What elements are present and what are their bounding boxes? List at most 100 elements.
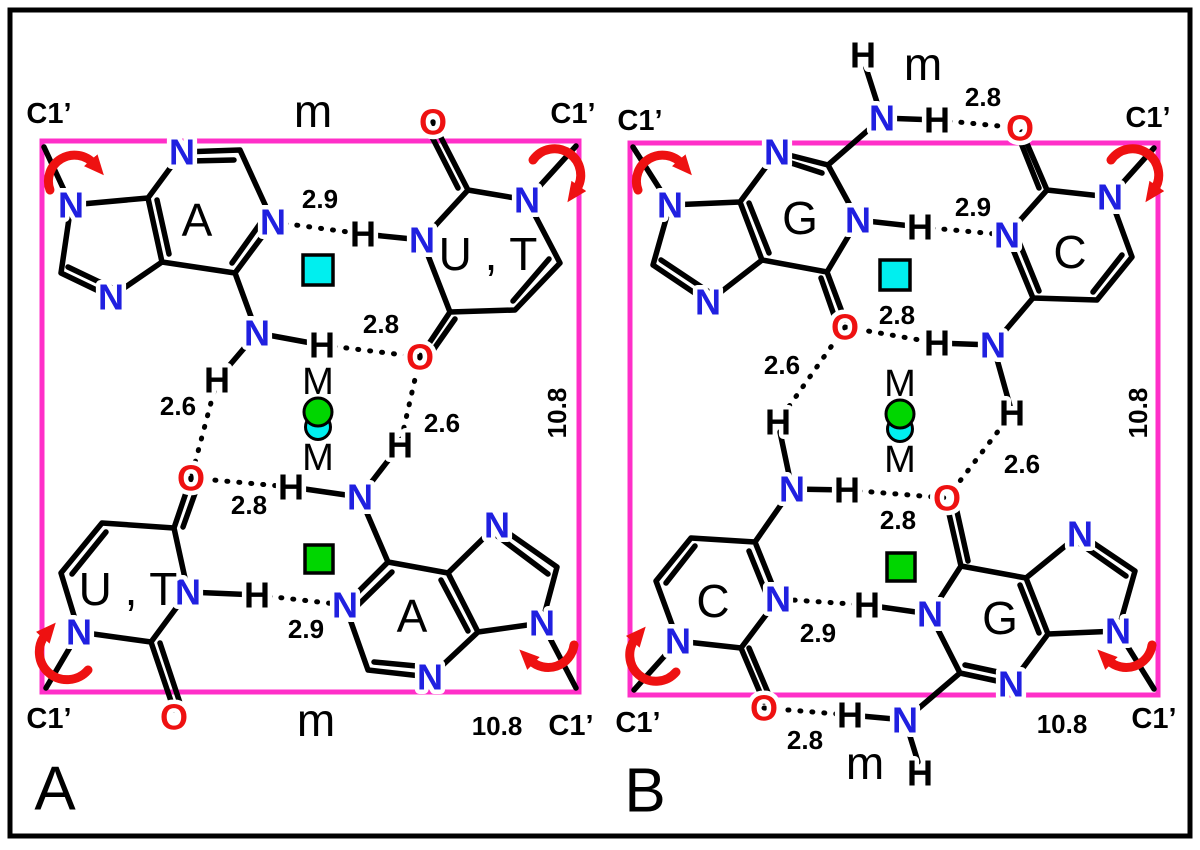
nitrogen-atom-label: N bbox=[892, 700, 918, 741]
adenine-top-left-bonds bbox=[41, 144, 325, 383]
oxygen-atom-label: O bbox=[160, 697, 188, 738]
adenine-top-left-double-bond-inner-lines bbox=[65, 157, 265, 291]
hbond-distance-label: 2.8 bbox=[363, 309, 399, 339]
metal-ion-label: M bbox=[302, 437, 334, 479]
oxygen-atom-label: O bbox=[177, 458, 205, 499]
guanine-top-left-double-bond-inner-lines bbox=[658, 157, 838, 321]
oxygen-atom-label: O bbox=[419, 102, 447, 143]
nitrogen-atom-label: N bbox=[244, 313, 270, 354]
nitrogen-atom-label: N bbox=[529, 603, 555, 644]
hbond-distance-label: 2.6 bbox=[764, 350, 800, 380]
panel-a-letter: A bbox=[34, 755, 76, 824]
outer-border bbox=[7, 7, 1193, 839]
nitrogen-atom-label: N bbox=[66, 612, 92, 653]
nitrogen-atom-label: N bbox=[175, 572, 201, 613]
guanine-top-left-bonds bbox=[630, 65, 940, 323]
rotation-arrow-icon bbox=[528, 144, 587, 203]
nitrogen-atom-label: N bbox=[98, 277, 124, 318]
rise-distance-label: 10.8 bbox=[472, 711, 523, 741]
panel-b-letter: B bbox=[624, 757, 665, 826]
nitrogen-atom-label: N bbox=[58, 185, 84, 226]
nitrogen-atom-label: N bbox=[869, 98, 895, 139]
nitrogen-atom-label: N bbox=[1097, 177, 1123, 218]
rise-distance-label-vertical: 10.8 bbox=[542, 388, 572, 439]
hydrogen-atom-label: H bbox=[924, 323, 950, 364]
rotation-arrow-icon bbox=[43, 150, 104, 195]
nitrogen-atom-label: N bbox=[514, 180, 540, 221]
cyan-square-symbol bbox=[301, 253, 335, 287]
hbond-distance-label: 2.9 bbox=[288, 614, 324, 644]
nitrogen-atom-label: N bbox=[332, 585, 358, 626]
nitrogen-atom-label: N bbox=[1105, 611, 1131, 652]
cyan-square-symbol bbox=[878, 258, 912, 292]
rise-distance-label: 10.8 bbox=[1037, 709, 1088, 739]
uracil-thymine-bottom-left-double-bond-inner-lines bbox=[69, 482, 201, 706]
metal-ion-green-circle bbox=[302, 396, 334, 428]
rise-distance-label-vertical: 10.8 bbox=[1123, 388, 1153, 439]
hydrogen-atom-label: H bbox=[837, 695, 863, 736]
c1-prime-label: C1’ bbox=[615, 707, 660, 739]
cytosine-bottom-left-double-bond-inner-lines bbox=[663, 543, 772, 698]
guanine-bottom-right-double-bond-inner-lines bbox=[953, 504, 1129, 677]
c1-prime-label: C1’ bbox=[1125, 102, 1170, 134]
hydrogen-atom-label: H bbox=[834, 470, 860, 511]
rotation-arrow-icon bbox=[625, 626, 681, 686]
rotation-arrow-icon bbox=[519, 640, 579, 672]
nitrogen-atom-label: N bbox=[764, 132, 790, 173]
hydrogen-atom-label: H bbox=[765, 402, 791, 443]
mirror-plane-label: m bbox=[294, 85, 332, 137]
oxygen-atom-label: O bbox=[750, 688, 778, 729]
nitrogen-atom-label: N bbox=[1067, 514, 1093, 555]
mirror-plane-label: m bbox=[297, 694, 335, 746]
rotation-arrow-icon bbox=[1097, 640, 1157, 672]
panel-a-hydrogen-bond-dashes bbox=[188, 219, 423, 608]
nitrogen-atom-label: N bbox=[765, 579, 791, 620]
hydrogen-atom-label: H bbox=[204, 360, 230, 401]
hbond-distance-label: 2.9 bbox=[302, 184, 338, 214]
panel-a-labels: C1’ C1’ C1’ C1’ m m 10.8 10.8 2.9 2.9 2.… bbox=[22, 81, 600, 824]
hydrogen-atom-label: H bbox=[309, 325, 335, 366]
hydrogen-atom-label: H bbox=[924, 100, 950, 141]
hydrogen-atom-label: H bbox=[999, 393, 1025, 434]
nitrogen-atom-label: N bbox=[409, 220, 435, 261]
uracil-thymine-bottom-left-bonds bbox=[43, 475, 260, 713]
hydrogen-atom-label: H bbox=[278, 467, 304, 508]
oxygen-atom-label: O bbox=[933, 478, 961, 519]
metal-ion-green-circle bbox=[884, 398, 916, 430]
hydrogen-atom-label: H bbox=[350, 214, 376, 255]
hydrogen-atom-label: H bbox=[854, 585, 880, 626]
nitrogen-atom-label: N bbox=[417, 657, 443, 698]
hbond-distance-label: 2.8 bbox=[965, 82, 1001, 112]
c1-prime-label: C1’ bbox=[26, 98, 71, 130]
rotation-arrow-icon bbox=[34, 622, 93, 685]
base-letter-guanine: G bbox=[982, 592, 1018, 644]
green-square-symbol bbox=[303, 543, 335, 575]
hbond-distance-label: 2.8 bbox=[787, 725, 823, 755]
oxygen-atom-label: O bbox=[406, 337, 434, 378]
metal-ion-label: M bbox=[884, 439, 916, 481]
nitrogen-atom-label: N bbox=[695, 282, 721, 323]
adenine-bottom-right-double-bond-inner-lines bbox=[353, 532, 551, 670]
nitrogen-atom-label: N bbox=[917, 594, 943, 635]
nitrogen-atom-label: N bbox=[484, 505, 510, 546]
adenine-bottom-right-bonds bbox=[288, 442, 579, 691]
base-letter-uracil-thymine: U , T bbox=[79, 563, 178, 615]
hbond-distance-label: 2.8 bbox=[231, 490, 267, 520]
hydrogen-atom-label: H bbox=[907, 753, 933, 794]
c1-prime-label: C1’ bbox=[617, 105, 662, 137]
cytosine-top-right-double-bond-inner-lines bbox=[1014, 140, 1125, 295]
panel-a-bonds bbox=[41, 119, 579, 713]
uracil-thymine-top-right-bonds bbox=[360, 119, 579, 360]
base-letter-adenine: A bbox=[182, 194, 213, 246]
c1-prime-label: C1’ bbox=[550, 98, 595, 130]
oxygen-atom-label: O bbox=[1006, 108, 1034, 149]
nitrogen-atom-label: N bbox=[347, 477, 373, 518]
nitrogen-atom-label: N bbox=[998, 664, 1024, 705]
nitrogen-atom-label: N bbox=[845, 200, 871, 241]
mirror-plane-label: m bbox=[904, 38, 942, 90]
hbond-distance-label: 2.6 bbox=[160, 391, 196, 421]
rotation-arrow-icon bbox=[631, 150, 692, 195]
hbond-distance-label: 2.8 bbox=[880, 505, 916, 535]
hbond-distance-label: 2.6 bbox=[1004, 449, 1040, 479]
